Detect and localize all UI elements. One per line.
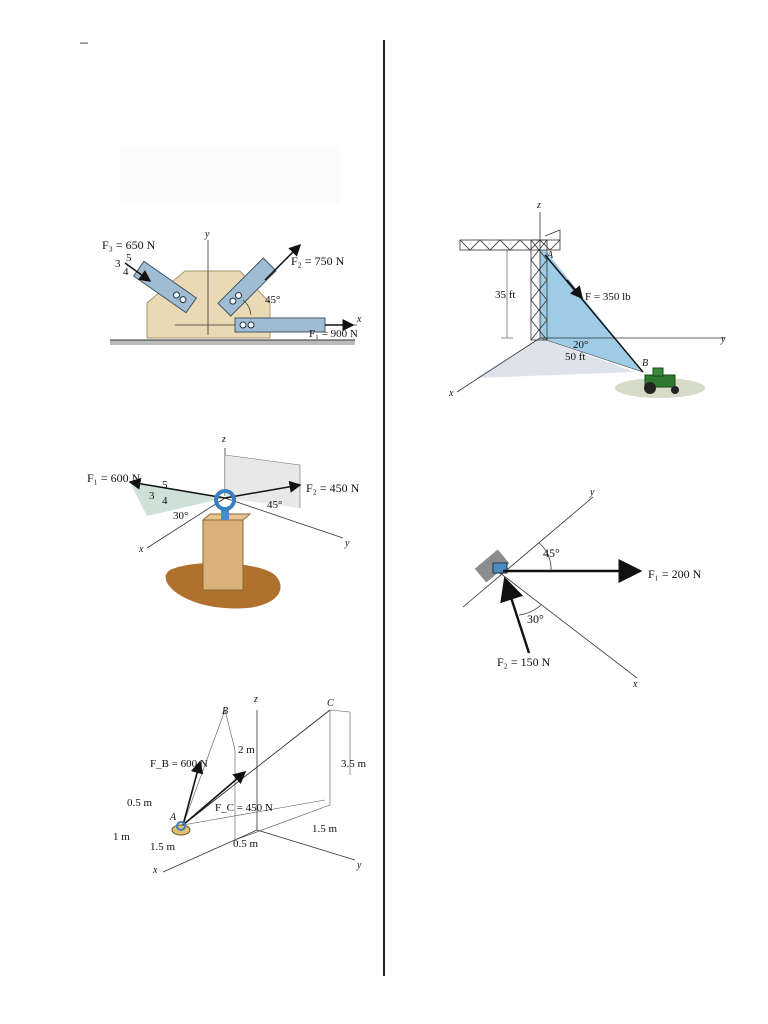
- axis-label-x: x: [152, 865, 158, 876]
- axis-label-y: y: [720, 334, 726, 345]
- arrow-fb: [182, 760, 204, 826]
- axis-label-x: x: [138, 544, 144, 555]
- dim-0-5m-left: 0.5 m: [127, 797, 153, 809]
- label-ratio-3: 3: [115, 258, 121, 270]
- axis-label-x: x: [448, 388, 454, 399]
- label-ratio-5: 5: [162, 479, 168, 491]
- x-axis-line: [146, 497, 226, 549]
- wall-bracket: [474, 549, 510, 583]
- axis-label-y: y: [344, 538, 350, 549]
- dim-35ft: 35 ft: [495, 289, 515, 301]
- axis-label-z: z: [221, 434, 226, 445]
- label-fc: F_C = 450 N: [215, 802, 273, 814]
- wood-post: [202, 519, 244, 591]
- point-b: B: [642, 358, 648, 369]
- point-a: A: [546, 250, 554, 261]
- y-axis-line: [224, 497, 344, 539]
- arrow-fc: [182, 770, 247, 826]
- label-ratio-4: 4: [162, 495, 168, 507]
- label-f3: F₃ = 650 N: [102, 238, 156, 252]
- column-divider: [383, 40, 385, 976]
- dim-1-5m-left: 1.5 m: [150, 841, 176, 853]
- member-right: [217, 257, 277, 317]
- y-axis-line: [462, 496, 594, 608]
- y-axis-line: [256, 829, 356, 861]
- x-axis-line: [162, 829, 258, 873]
- figure-bracket-forces: F₃ = 650 N 3 5 4 F₂ = 750 N 45° y x F₁ =…: [102, 229, 362, 345]
- label-f1: F₁ = 200 N: [648, 567, 702, 581]
- label-f1: F₁ = 600 N: [87, 471, 141, 485]
- dim-1-5m-right: 1.5 m: [312, 823, 338, 835]
- dim-50ft: 50 ft: [565, 351, 585, 363]
- dim-3-5m: 3.5 m: [341, 758, 367, 770]
- arrow-f2: [500, 576, 531, 654]
- arrow-f: [566, 279, 584, 300]
- ground-plate: [110, 340, 355, 345]
- label-angle-30: 30°: [173, 510, 188, 522]
- plane-f1: [130, 482, 225, 516]
- label-ratio-4: 4: [123, 266, 129, 278]
- arrow-f2: [264, 243, 302, 281]
- figure-two-forces: y 45° F₁ = 200 N 30° F₂ = 150 N x: [462, 487, 702, 690]
- arrow-f1: [128, 477, 226, 499]
- arrow-f2: [224, 480, 302, 499]
- label-angle-45: 45°: [543, 546, 560, 560]
- eye-ring: [214, 489, 236, 511]
- arc-45: [538, 542, 552, 572]
- figure-eyebolt-post: F₁ = 600 N 5 3 4 30° 45° F₂ = 450 N z x …: [87, 434, 360, 609]
- point-b: B: [222, 706, 228, 717]
- label-angle-45: 45°: [265, 294, 280, 306]
- axis-label-x: x: [632, 679, 638, 690]
- dim-0-5m-bottom: 0.5 m: [233, 838, 259, 850]
- label-f: F = 350 lb: [585, 291, 631, 303]
- axis-label-z: z: [253, 694, 258, 705]
- header-dash: –: [80, 34, 88, 51]
- label-f2: F₂ = 150 N: [497, 655, 551, 669]
- axis-label-x: x: [356, 314, 362, 325]
- dim-2m: 2 m: [238, 744, 255, 756]
- point-a: A: [169, 812, 177, 823]
- label-f2: F₂ = 750 N: [291, 254, 345, 268]
- label-fb: F_B = 600 N: [150, 758, 208, 770]
- figure-cable-forces: B C A z x y F_B = 600 N F_C = 450 N 2 m …: [113, 694, 367, 876]
- label-ratio-5: 5: [126, 252, 132, 264]
- cable-ab: [544, 254, 644, 373]
- label-angle-30: 30°: [527, 612, 544, 626]
- label-f1: F₁ = 900 N: [309, 328, 358, 340]
- dim-1m: 1 m: [113, 831, 130, 843]
- anchor-a: [176, 821, 186, 831]
- axis-label-y: y: [356, 860, 362, 871]
- x-axis-line: [456, 337, 541, 393]
- ground-plane: [475, 338, 635, 378]
- axis-label-y: y: [589, 487, 595, 498]
- label-f2: F₂ = 450 N: [306, 481, 360, 495]
- point-c: C: [327, 698, 334, 709]
- tractor: [615, 367, 705, 398]
- axis-label-z: z: [536, 200, 541, 211]
- axis-label-y: y: [204, 229, 210, 240]
- label-angle-45: 45°: [267, 499, 282, 511]
- figure-crane-tractor: z A B F = 350 lb 35 ft 20° 50 ft y x: [448, 200, 726, 399]
- arc-30: [518, 604, 542, 616]
- arrow-f3: [124, 262, 152, 282]
- cable-ac: [182, 709, 331, 826]
- label-ratio-3: 3: [149, 490, 155, 502]
- faded-region: [120, 145, 340, 205]
- label-angle-20: 20°: [573, 339, 588, 351]
- plane-f2: [225, 455, 300, 508]
